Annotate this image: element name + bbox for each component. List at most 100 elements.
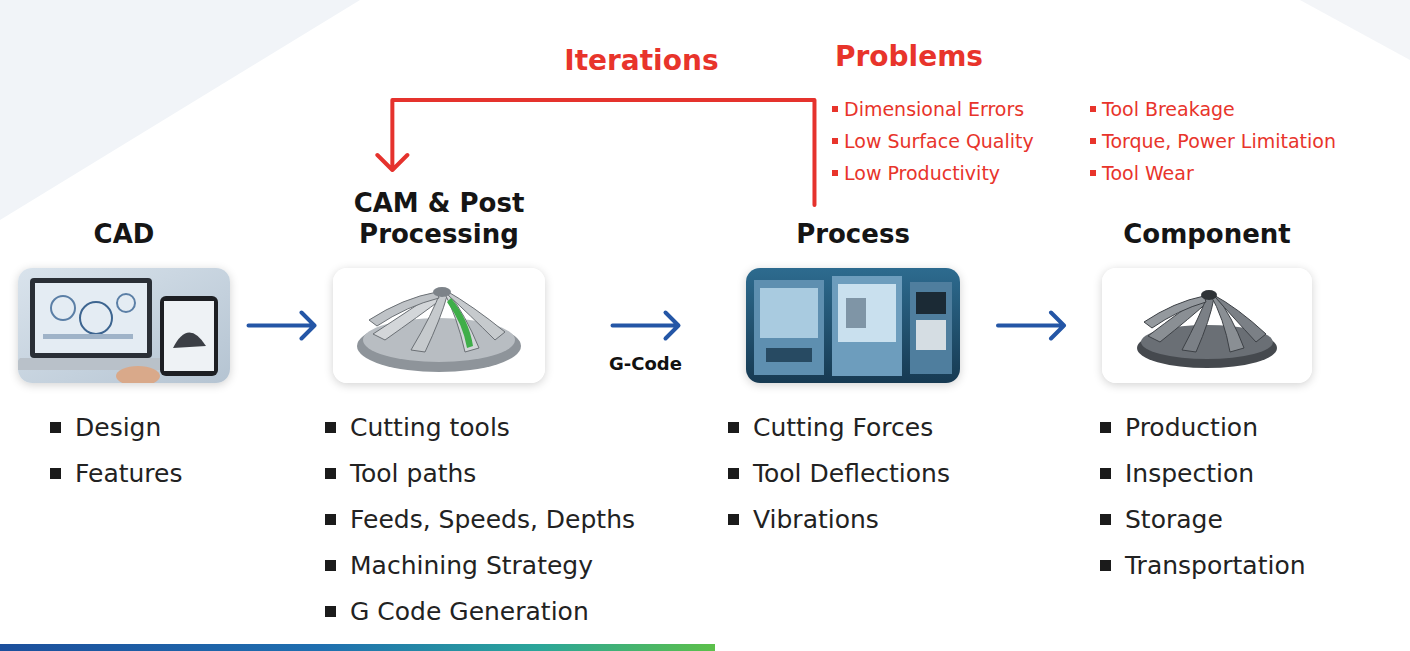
problem-text: Dimensional Errors	[844, 98, 1024, 120]
bullet-square	[1100, 422, 1111, 433]
stage-title: CAM & Post Processing	[354, 188, 525, 249]
flow-arrow	[613, 313, 679, 339]
edge-label: G-Code	[605, 352, 686, 373]
machine-illustration-part	[832, 276, 902, 376]
bullet-square	[325, 606, 336, 617]
stage-image-card	[746, 268, 960, 383]
stage-title: Component	[1123, 219, 1291, 249]
bullet-text: Storage	[1125, 505, 1223, 534]
stage-heading: Process	[746, 219, 960, 250]
process-stage: CAM & Post ProcessingCutting toolsTool p…	[333, 188, 545, 383]
bullet-item: Machining Strategy	[325, 542, 635, 588]
machine-illustration-part	[754, 280, 824, 375]
bullet-item: Transportation	[1100, 542, 1306, 588]
flow-arrow	[998, 313, 1064, 339]
impeller-toolpath-illustration	[333, 268, 545, 383]
bullet-square	[325, 422, 336, 433]
problem-text: Low Surface Quality	[844, 130, 1034, 152]
bullet-text: Inspection	[1125, 459, 1254, 488]
impeller-toolpath-illustration-part	[433, 287, 451, 297]
stage-heading: Component	[1102, 219, 1312, 250]
cad-illustration-part	[43, 334, 133, 339]
cad-illustration-part	[51, 296, 75, 320]
impeller-illustration-part	[1212, 294, 1266, 342]
bullet-square	[50, 422, 61, 433]
bullet-item: Tool paths	[325, 450, 635, 496]
cad-illustration-part	[164, 301, 214, 371]
problem-bullet	[1090, 106, 1096, 112]
problems-heading: Problems	[835, 40, 983, 73]
impeller-toolpath-illustration-part	[447, 298, 473, 348]
process-stage: ComponentProductionInspectionStorageTran…	[1102, 219, 1312, 383]
process-stage: CADDesignFeatures	[18, 219, 230, 383]
bullet-item: Cutting tools	[325, 404, 635, 450]
stage-image-card	[333, 268, 545, 383]
stage-image-card	[1102, 268, 1312, 383]
impeller-illustration	[1102, 268, 1312, 383]
bullet-list: ProductionInspectionStorageTransportatio…	[1100, 404, 1306, 588]
stage-heading: CAM & Post Processing	[333, 188, 545, 250]
problem-item: Tool Wear	[1090, 162, 1194, 184]
bullet-text: Features	[75, 459, 183, 488]
bullet-text: Transportation	[1125, 551, 1306, 580]
bullet-item: Tool Deflections	[728, 450, 950, 496]
edge-label: Iterations	[560, 44, 722, 77]
bullet-list: Cutting ForcesTool DeflectionsVibrations	[728, 404, 950, 542]
impeller-illustration-part	[1144, 296, 1206, 328]
stage-title: Process	[796, 219, 910, 249]
problem-text: Tool Wear	[1102, 162, 1194, 184]
bullet-text: Feeds, Speeds, Depths	[350, 505, 635, 534]
bullet-square	[1100, 514, 1111, 525]
process-stage: ProcessCutting ForcesTool DeflectionsVib…	[746, 219, 960, 383]
cad-illustration-part	[160, 296, 218, 376]
cad-illustration-part	[30, 278, 152, 358]
bullet-item: Cutting Forces	[728, 404, 950, 450]
footer-bar	[0, 644, 715, 651]
background-panel	[0, 0, 360, 220]
background-panel	[1300, 0, 1410, 60]
cad-illustration-part	[173, 332, 206, 348]
bullet-item: Design	[50, 404, 183, 450]
impeller-illustration-part	[1201, 290, 1217, 300]
bullet-square	[325, 468, 336, 479]
bullet-item: Storage	[1100, 496, 1306, 542]
bullet-square	[728, 422, 739, 433]
stage-image-card	[18, 268, 230, 383]
bullet-item: Vibrations	[728, 496, 950, 542]
bullet-text: Machining Strategy	[350, 551, 593, 580]
cad-illustration	[18, 268, 230, 383]
problem-item: Low Productivity	[832, 162, 1000, 184]
bullet-list: DesignFeatures	[50, 404, 183, 496]
problem-bullet	[1090, 170, 1096, 176]
bullet-text: Vibrations	[753, 505, 879, 534]
bullet-square	[728, 468, 739, 479]
stage-title: CAD	[94, 219, 155, 249]
bullet-item: Production	[1100, 404, 1306, 450]
impeller-illustration-part	[1102, 268, 1312, 383]
problem-item: Torque, Power Limitation	[1090, 130, 1336, 152]
bullet-text: Tool Deflections	[753, 459, 950, 488]
bullet-square	[50, 468, 61, 479]
stage-heading: CAD	[18, 219, 230, 250]
machine-illustration-part	[846, 298, 866, 328]
machine-illustration-part	[910, 282, 952, 374]
machine-illustration-part	[746, 268, 960, 383]
bullet-list: Cutting toolsTool pathsFeeds, Speeds, De…	[325, 404, 635, 634]
bullet-square	[1100, 468, 1111, 479]
impeller-toolpath-illustration-part	[369, 292, 439, 326]
bullet-item: G Code Generation	[325, 588, 635, 634]
impeller-toolpath-illustration-part	[333, 268, 545, 383]
cad-illustration-part	[116, 366, 160, 383]
machine-illustration-part	[760, 288, 818, 338]
problem-bullet	[832, 106, 838, 112]
cad-illustration-part	[117, 294, 135, 312]
problem-bullet	[832, 138, 838, 144]
cad-illustration-part	[35, 283, 147, 353]
problem-text: Low Productivity	[844, 162, 1000, 184]
bullet-item: Features	[50, 450, 183, 496]
bullet-text: G Code Generation	[350, 597, 589, 626]
problem-bullet	[1090, 138, 1096, 144]
machine-illustration-part	[766, 348, 812, 362]
bullet-text: Design	[75, 413, 161, 442]
